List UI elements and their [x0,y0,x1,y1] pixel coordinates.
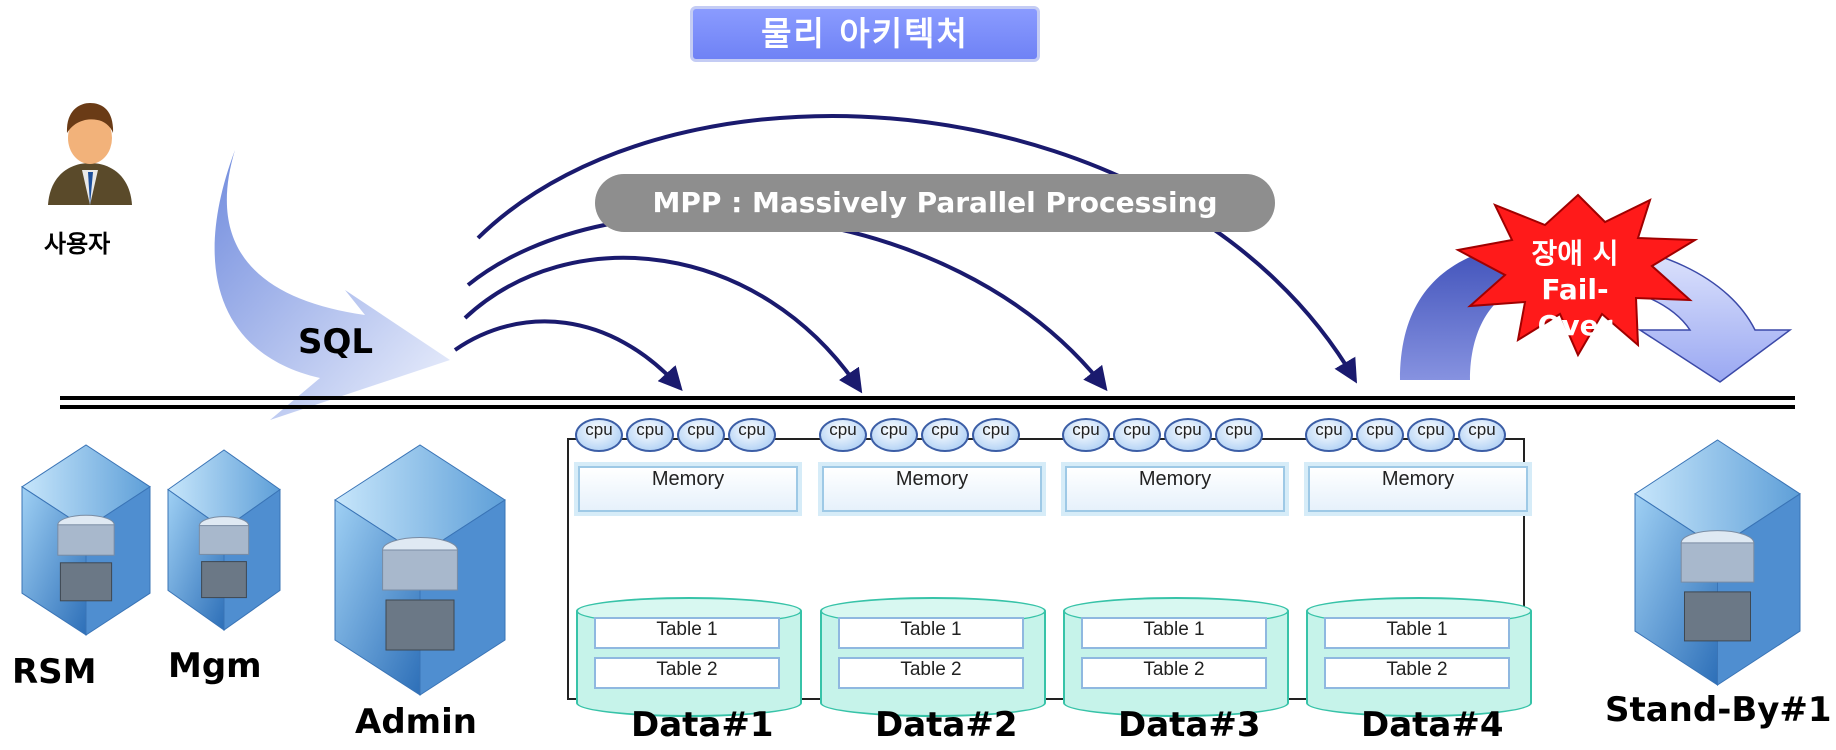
standby-label: Stand-By#1 [1605,690,1832,730]
failover-line2: Fail-Over [1537,273,1613,342]
memory-box: Memory [1061,462,1289,516]
cpu-badge: cpu [1407,418,1455,452]
arc-to-data1 [453,319,683,391]
data-node-label: Data#2 [875,705,1018,745]
cpu-badge: cpu [626,418,674,452]
table-label: Table 1 [1324,617,1510,649]
cpu-badge: cpu [1215,418,1263,452]
cpu-badge: cpu [972,418,1020,452]
cpu-badge: cpu [575,418,623,452]
table-storage: Table 1 Table 2 [820,597,1046,717]
admin-server-icon [334,444,506,696]
cpu-badge: cpu [1113,418,1161,452]
admin-label: Admin [355,702,477,742]
table-label: Table 2 [1324,657,1510,689]
table-storage: Table 1 Table 2 [576,597,802,717]
data-node-label: Data#3 [1118,705,1261,745]
table-label: Table 1 [838,617,1024,649]
table-storage: Table 1 Table 2 [1306,597,1532,717]
arc-to-data4 [476,114,1358,384]
memory-box: Memory [818,462,1046,516]
failover-line1: 장애 시 [1531,237,1619,270]
standby-server-icon [1634,439,1801,686]
table-label: Table 2 [838,657,1024,689]
cpu-badge: cpu [1062,418,1110,452]
data-node-label: Data#4 [1361,705,1504,745]
cpu-badge: cpu [819,418,867,452]
mgm-label: Mgm [168,646,262,686]
cpu-badge: cpu [1458,418,1506,452]
data-node-label: Data#1 [631,705,774,745]
arc-to-data3 [466,212,1108,392]
table-label: Table 1 [594,617,780,649]
mgm-server-icon [167,449,281,631]
cpu-badge: cpu [1356,418,1404,452]
rsm-label: RSM [12,652,97,692]
cpu-badge: cpu [1164,418,1212,452]
cpu-badge: cpu [870,418,918,452]
page-title: 물리 아키텍처 [690,6,1040,62]
cpu-badge: cpu [921,418,969,452]
user-icon [48,103,132,205]
cpu-badge: cpu [1305,418,1353,452]
table-label: Table 2 [594,657,780,689]
sql-arrow [214,150,450,420]
memory-box: Memory [1304,462,1532,516]
memory-box: Memory [574,462,802,516]
failover-label: 장애 시 Fail-Over [1505,236,1645,344]
table-label: Table 2 [1081,657,1267,689]
starburst-icon [1455,193,1699,358]
cpu-badge: cpu [728,418,776,452]
arc-to-data2 [463,255,863,394]
table-label: Table 1 [1081,617,1267,649]
mpp-label: MPP : Massively Parallel Processing [595,174,1275,232]
table-storage: Table 1 Table 2 [1063,597,1289,717]
cpu-badge: cpu [677,418,725,452]
user-label: 사용자 [44,230,111,258]
sql-label: SQL [298,322,374,362]
rsm-server-icon [21,444,151,636]
